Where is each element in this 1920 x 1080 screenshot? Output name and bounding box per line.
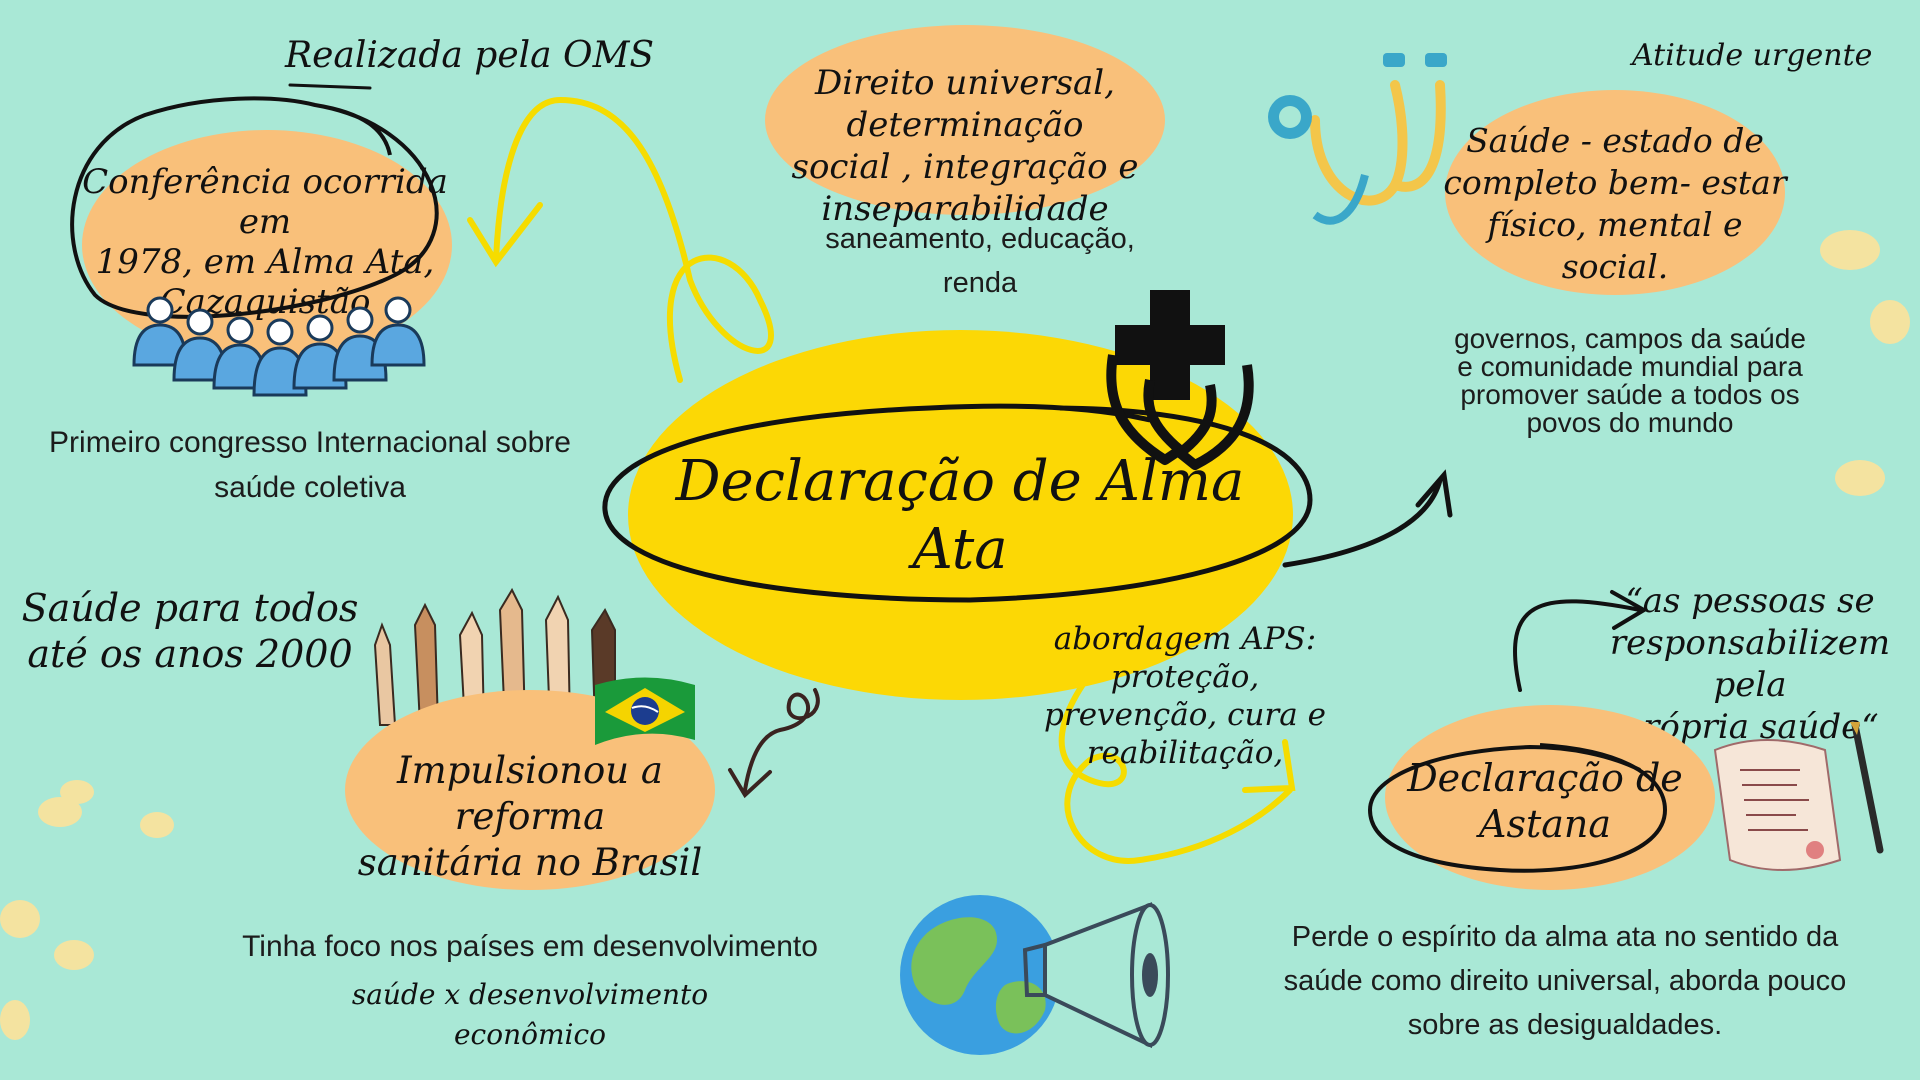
conference-line1: Conferência ocorrida em [82, 162, 448, 242]
astana-quote-line2: responsabilizem pela [1609, 623, 1891, 705]
reform-line1: Impulsionou a reforma [397, 749, 663, 838]
reform-sub-line1: saúde x desenvolvimento [351, 978, 709, 1011]
health-caption-line1: governos, campos da saúde [1454, 323, 1806, 354]
conference-line2: 1978, em Alma Ata, [95, 242, 435, 282]
astana-caption: Perde o espírito da alma ata no sentido … [1230, 915, 1900, 1047]
astana-caption-line2: saúde como direito universal, aborda pou… [1283, 965, 1847, 997]
health-caption-line4: povos do mundo [1526, 407, 1734, 438]
goal-line2: até os anos 2000 [27, 632, 353, 676]
document-quill-icon [1713, 721, 1884, 871]
health-line2: completo bem- estar [1443, 163, 1787, 202]
goal-text: Saúde para todos até os anos 2000 [20, 585, 360, 677]
health-caption-line2: e comunidade mundial para [1457, 351, 1803, 382]
conference-caption-line2: saúde coletiva [214, 471, 406, 504]
rights-caption-line2: renda [942, 267, 1018, 299]
center-title-line1: Declaração de Alma [675, 449, 1245, 514]
astana-caption-line3: sobre as desigualdades. [1407, 1009, 1723, 1041]
conference-loop [70, 96, 439, 319]
reform-sub: saúde x desenvolvimento econômico [330, 975, 730, 1055]
astana-line2: Astana [1479, 802, 1611, 846]
reform-line2: sanitária no Brasil [357, 841, 703, 884]
rights-blob [765, 25, 1165, 215]
aps-line2: prevenção, cura e [1044, 697, 1326, 733]
medical-cross-hands-icon [1106, 290, 1254, 470]
reform-caption: Tinha foco nos países em desenvolvimento [242, 930, 818, 963]
aps-line3: reabilitação, [1086, 735, 1284, 771]
astana-title: Declaração de Astana [1390, 755, 1700, 847]
astana-loop [1367, 743, 1668, 873]
astana-blob [1385, 705, 1715, 890]
aps-text: abordagem APS: proteção, prevenção, cura… [985, 620, 1385, 772]
health-caption-line3: promover saúde a todos os [1460, 379, 1800, 410]
conference-caption-line1: Primeiro congresso Internacional sobre [49, 426, 571, 459]
health-blob [1445, 90, 1785, 295]
health-caption: governos, campos da saúde e comunidade m… [1430, 325, 1830, 437]
center-title: Declaração de Alma Ata [640, 448, 1280, 584]
center-loop [602, 403, 1313, 603]
conference-caption: Primeiro congresso Internacional sobre s… [0, 420, 620, 510]
brazil-flag-icon [595, 677, 695, 745]
goal-line1: Saúde para todos [21, 586, 359, 630]
aps-line1: abordagem APS: proteção, [1053, 621, 1317, 695]
reform-text: Impulsionou a reforma sanitária no Brasi… [325, 748, 735, 886]
rights-line2: social , integração e [791, 147, 1139, 187]
reform-sub-line2: econômico [453, 1018, 607, 1051]
health-text: Saúde - estado de completo bem- estar fí… [1435, 120, 1795, 288]
rights-line3: inseparabilidade [821, 189, 1109, 229]
health-line1: Saúde - estado de [1466, 121, 1764, 160]
conference-text: Conferência ocorrida em 1978, em Alma At… [65, 162, 465, 322]
astana-caption-line1: Perde o espírito da alma ata no sentido … [1291, 921, 1839, 953]
center-title-line2: Ata [912, 517, 1008, 582]
globe-megaphone-icon [900, 895, 1170, 1055]
astana-line1: Declaração de [1407, 756, 1683, 800]
conference-blob [82, 130, 452, 360]
rights-line1: Direito universal, determinação [815, 63, 1115, 145]
rights-caption: saneamento, educação, renda [780, 217, 1180, 305]
stethoscope-icon [1268, 53, 1447, 225]
conference-header: Realizada pela OMS [285, 35, 655, 76]
astana-quote-line1: “as pessoas se [1625, 581, 1875, 621]
rights-caption-line1: saneamento, educação, [825, 223, 1135, 255]
health-line3: físico, mental e social. [1487, 205, 1743, 286]
people-group-icon [132, 296, 426, 397]
rights-text: Direito universal, determinação social ,… [715, 62, 1215, 230]
health-header: Atitude urgente [1632, 38, 1873, 73]
